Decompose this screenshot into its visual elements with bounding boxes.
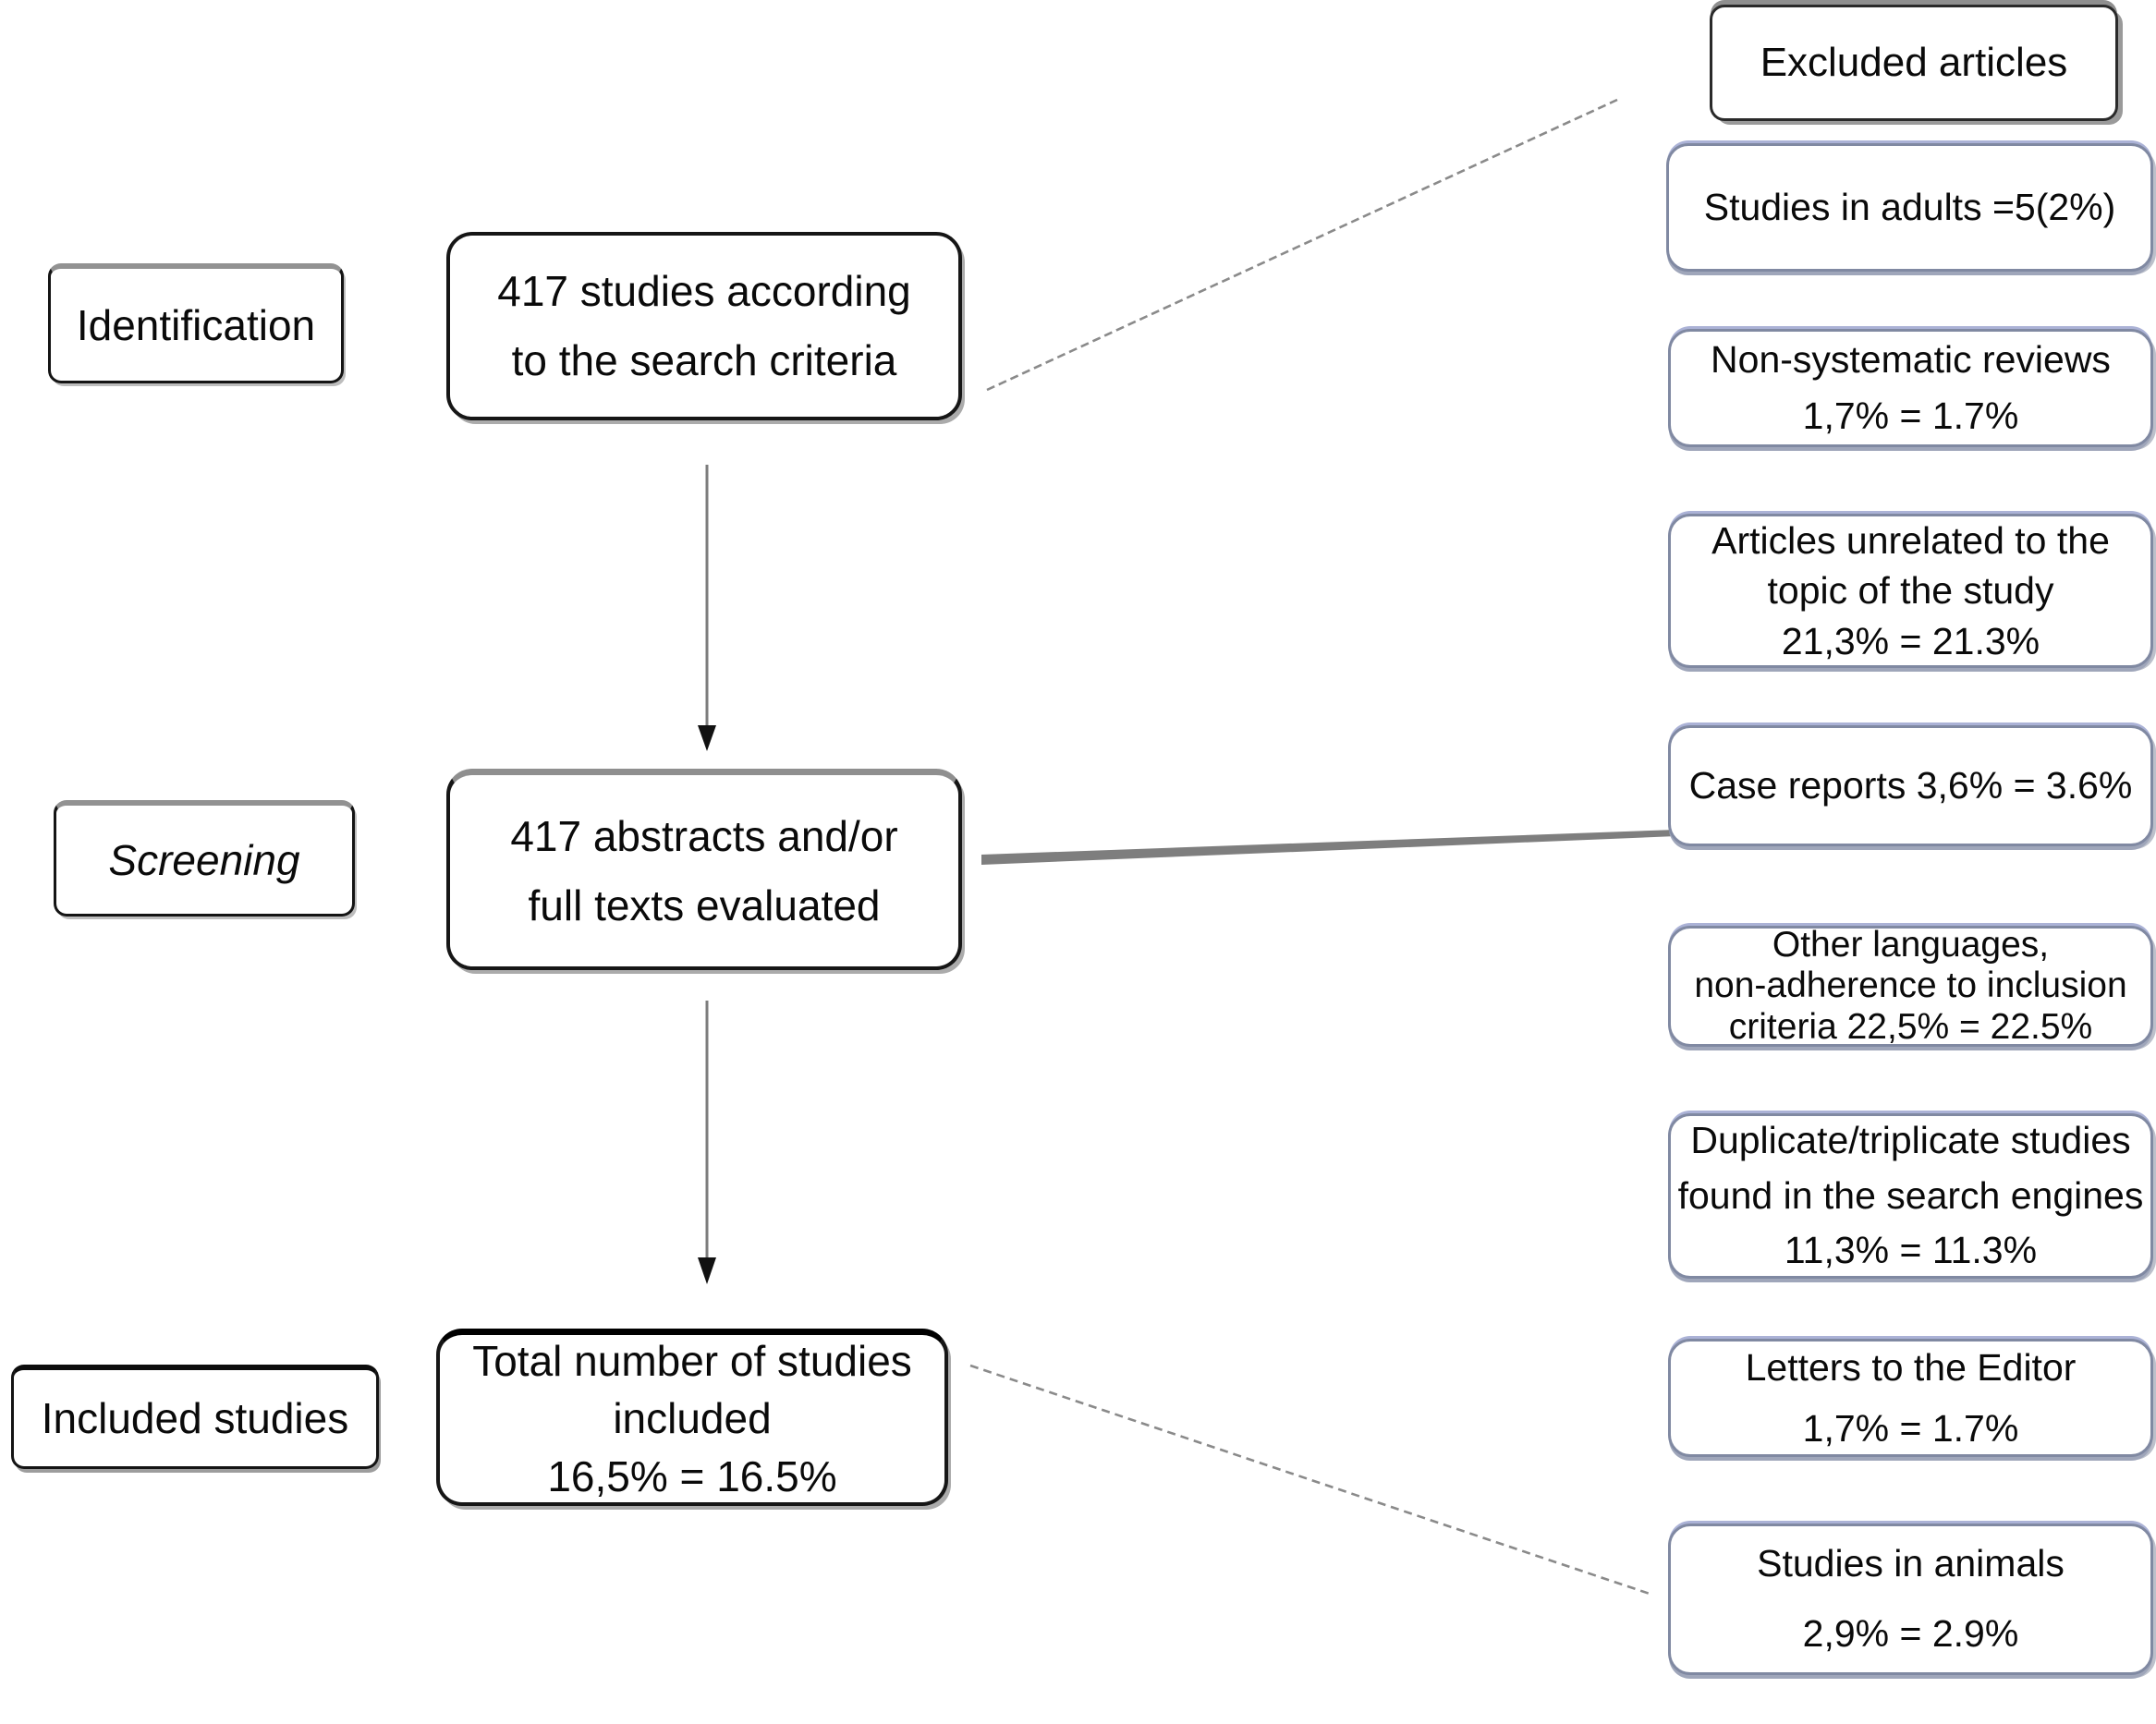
text-line: non-adherence to inclusion [1694, 965, 2127, 1006]
text-line: 1,7% = 1.7% [1802, 1407, 2019, 1450]
excluded-item-duplicate-studies: Duplicate/triplicate studies found in th… [1668, 1113, 2153, 1279]
text-line: Articles unrelated to the [1711, 519, 2110, 563]
stage-box-screening: Screening [54, 800, 355, 917]
excluded-articles-title: Excluded articles [1760, 40, 2068, 85]
text-line: 21,3% = 21.3% [1781, 619, 2040, 662]
text-line: Duplicate/triplicate studies [1690, 1119, 2131, 1162]
text-line: found in the search engines [1677, 1173, 2144, 1217]
stage-label-identification: Identification [76, 300, 316, 349]
excluded-item-other-languages: Other languages, non-adherence to inclus… [1668, 924, 2153, 1047]
stage-box-included-studies: Included studies [11, 1365, 379, 1469]
excluded-item-studies-in-animals: Studies in animals 2,9% = 2.9% [1668, 1524, 2153, 1675]
stage-label-included-studies: Included studies [41, 1394, 349, 1442]
text-line: Case reports 3,6% = 3.6% [1688, 763, 2133, 807]
text-line: 1,7% = 1.7% [1802, 395, 2019, 437]
flow-box-screened-abstracts: 417 abstracts and/or full texts evaluate… [446, 769, 962, 970]
excluded-item-non-systematic-reviews: Non-systematic reviews 1,7% = 1.7% [1668, 329, 2153, 447]
text-line: full texts evaluated [528, 880, 881, 929]
text-line: Total number of studies [472, 1337, 912, 1386]
excluded-item-articles-unrelated: Articles unrelated to the topic of the s… [1668, 514, 2153, 668]
text-line: 2,9% = 2.9% [1802, 1612, 2019, 1655]
flow-box-total-included: Total number of studies included 16,5% =… [436, 1329, 948, 1506]
arrow-down-1-head-icon [698, 725, 716, 751]
connector-screening-to-casereports [981, 830, 1676, 865]
flow-box-identified-studies: 417 studies according to the search crit… [446, 232, 962, 420]
text-line: topic of the study [1767, 569, 2054, 613]
stage-box-identification: Identification [48, 263, 344, 383]
text-line: Other languages, [1772, 924, 2050, 965]
excluded-item-studies-in-adults: Studies in adults =5(2%) [1666, 143, 2153, 272]
text-line: Letters to the Editor [1745, 1345, 2077, 1389]
text-line: Non-systematic reviews [1711, 337, 2111, 381]
text-line: to the search criteria [511, 336, 897, 384]
text-line: 417 studies according [497, 267, 911, 316]
text-line: 11,3% = 11.3% [1784, 1229, 2038, 1272]
connector-included-to-animals [969, 1364, 1653, 1597]
connector-identification-to-excluded [986, 98, 1618, 392]
text-line: 16,5% = 16.5% [547, 1451, 837, 1500]
stage-label-screening: Screening [108, 835, 300, 884]
text-line: Studies in animals [1757, 1542, 2065, 1585]
text-line: criteria 22,5% = 22.5% [1728, 1006, 2093, 1047]
excluded-articles-header: Excluded articles [1710, 5, 2118, 121]
excluded-item-letters-to-editor: Letters to the Editor 1,7% = 1.7% [1668, 1339, 2153, 1457]
text-line: 417 abstracts and/or [510, 811, 898, 860]
arrow-down-2-head-icon [698, 1257, 716, 1284]
text-line: included [613, 1394, 772, 1443]
text-line: Studies in adults =5(2%) [1703, 185, 2116, 228]
excluded-item-case-reports: Case reports 3,6% = 3.6% [1668, 725, 2153, 846]
